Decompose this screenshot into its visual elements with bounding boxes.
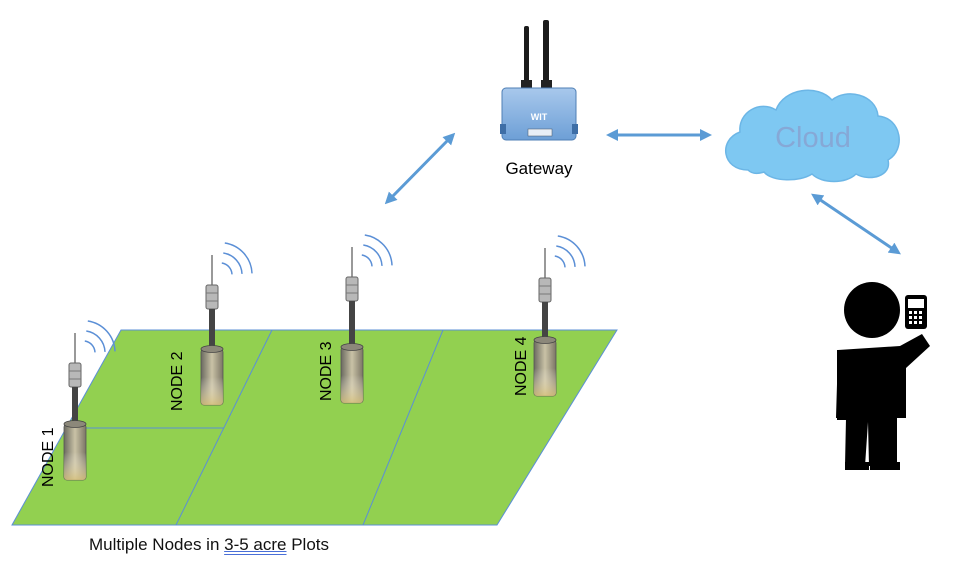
sensor-node-icon [533, 235, 586, 397]
gateway-label: Gateway [505, 159, 573, 178]
person-icon [836, 282, 930, 470]
diagram-caption: Multiple Nodes in 3-5 acre Plots [89, 535, 329, 555]
node-stem [72, 387, 78, 428]
phone-icon [905, 295, 927, 329]
cloud-icon [724, 89, 900, 183]
cloud-user-link-arrow [811, 193, 901, 255]
node-radio-module [538, 277, 552, 303]
sensor-nodes [63, 234, 586, 481]
node-tube-cap [533, 336, 557, 344]
gateway-device-icon: WIT [500, 20, 578, 141]
node-gateway-link-arrow [384, 132, 456, 205]
sensor-node-icon [340, 234, 393, 404]
node-stem [349, 301, 355, 351]
node-tube-cap [63, 420, 87, 428]
node-label: NODE 4 [513, 336, 530, 396]
plot-divider [362, 329, 444, 526]
caption-suffix: Plots [286, 535, 330, 554]
wifi-signal-icon [361, 234, 393, 267]
node-radio-module [68, 362, 82, 388]
sensor-node-icon [63, 320, 116, 481]
field-plots [11, 329, 618, 526]
sensor-node-icon [200, 242, 253, 406]
node-tube-cap [340, 343, 364, 351]
node-tube-cap [200, 345, 224, 353]
node-label: NODE 2 [169, 351, 186, 411]
wifi-signal-icon [221, 242, 253, 275]
node-stem [542, 302, 548, 344]
node-radio-module [205, 284, 219, 310]
link-arrows [384, 129, 901, 255]
node-label: NODE 3 [318, 341, 335, 401]
node-radio-module [345, 276, 359, 302]
node-label: NODE 1 [40, 427, 57, 487]
node-stem [209, 309, 215, 353]
field-plane [11, 329, 618, 526]
caption-prefix: Multiple Nodes in [89, 535, 225, 554]
wifi-signal-icon [554, 235, 586, 268]
gateway-badge: WIT [531, 112, 548, 122]
wifi-signal-icon [84, 320, 116, 353]
caption-underlined: 3-5 acre [224, 535, 287, 554]
cloud-label: Cloud [775, 122, 851, 154]
